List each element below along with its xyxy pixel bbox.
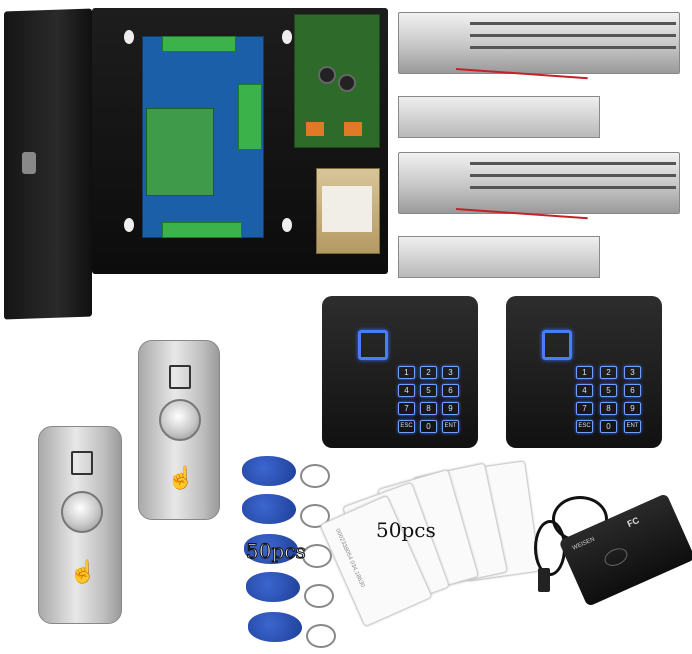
key: 5	[420, 384, 437, 397]
capacitor	[318, 66, 336, 84]
key: 8	[420, 402, 437, 415]
mount-hole	[124, 30, 134, 44]
reader-brand: WEISEN	[572, 537, 596, 552]
key: 3	[624, 366, 641, 379]
key: 7	[398, 402, 415, 415]
lock-groove	[470, 34, 676, 37]
exit-push-button	[159, 399, 201, 441]
fobs-quantity-label: 50pcs	[246, 539, 306, 563]
key: 5	[600, 384, 617, 397]
controller-module	[146, 108, 214, 196]
key: 9	[442, 402, 459, 415]
reader-label: FC	[626, 515, 641, 529]
lock-groove	[470, 46, 676, 49]
key: ENT	[442, 420, 459, 433]
door-icon	[169, 365, 191, 389]
hand-icon: ☝	[69, 559, 96, 585]
key: 8	[600, 402, 617, 415]
keypad-reader: 1 2 3 4 5 6 7 8 9 ESC 0 ENT	[506, 296, 662, 448]
key: 1	[576, 366, 593, 379]
door-icon	[71, 451, 93, 475]
transformer-core	[322, 186, 372, 232]
key: ESC	[398, 420, 415, 433]
key: 6	[442, 384, 459, 397]
key-ring	[306, 624, 336, 648]
door-latch	[22, 152, 36, 174]
key: 4	[398, 384, 415, 397]
usb-plug	[538, 568, 550, 592]
key-fob	[242, 494, 296, 524]
key: 6	[624, 384, 641, 397]
terminal-block	[162, 222, 242, 238]
card-serial: 0002338054 034,18630	[334, 528, 365, 588]
lock-groove	[470, 174, 676, 177]
card-reader-icon	[542, 330, 572, 360]
key-fob	[246, 572, 300, 602]
key: 7	[576, 402, 593, 415]
armature-plate	[398, 236, 600, 278]
mount-hole	[124, 218, 134, 232]
key: 4	[576, 384, 593, 397]
lock-groove	[470, 162, 676, 165]
power-terminal	[306, 122, 324, 136]
key: ENT	[624, 420, 641, 433]
key-ring	[304, 584, 334, 608]
keypad-reader: 1 2 3 4 5 6 7 8 9 ESC 0 ENT	[322, 296, 478, 448]
key: 3	[442, 366, 459, 379]
capacitor	[338, 74, 356, 92]
cards-quantity-label: 50pcs	[376, 518, 436, 542]
power-terminal	[344, 122, 362, 136]
armature-plate	[398, 96, 600, 138]
terminal-block	[162, 36, 236, 52]
key: 2	[420, 366, 437, 379]
key-ring	[302, 544, 332, 568]
key-ring	[300, 464, 330, 488]
key: ESC	[576, 420, 593, 433]
lock-groove	[470, 22, 676, 25]
key-fob	[242, 456, 296, 486]
key: 0	[600, 420, 617, 433]
hand-icon: ☝	[167, 465, 194, 491]
mount-hole	[282, 218, 292, 232]
reader-wave-icon	[602, 545, 630, 569]
control-box-door	[4, 8, 92, 319]
exit-push-button	[61, 491, 103, 533]
card-reader-icon	[358, 330, 388, 360]
key: 1	[398, 366, 415, 379]
mount-hole	[282, 30, 292, 44]
exit-button-plate: ☝	[138, 340, 220, 520]
key-fob	[248, 612, 302, 642]
terminal-block	[238, 84, 262, 150]
exit-button-plate: ☝	[38, 426, 122, 624]
key: 9	[624, 402, 641, 415]
key: 0	[420, 420, 437, 433]
lock-groove	[470, 186, 676, 189]
key: 2	[600, 366, 617, 379]
